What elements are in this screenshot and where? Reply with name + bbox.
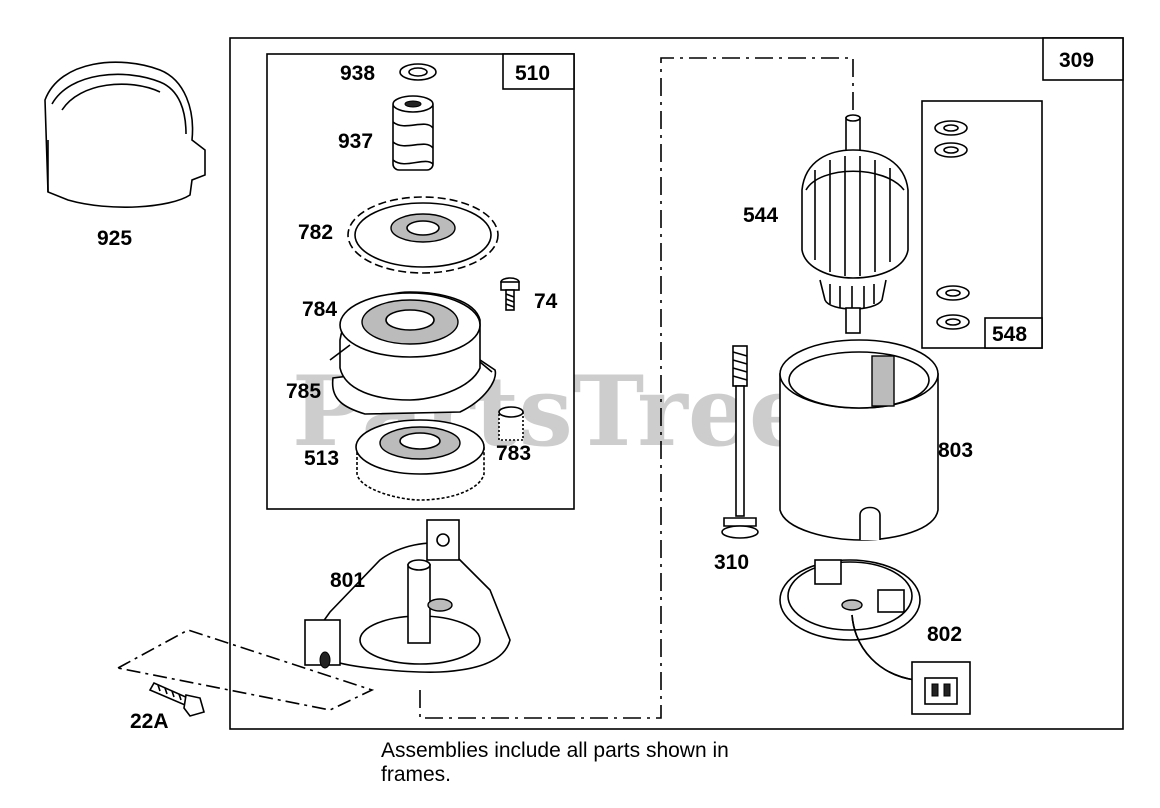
part-802-brush-plate bbox=[779, 559, 971, 715]
frame-548-tag bbox=[984, 317, 1043, 349]
label-782: 782 bbox=[298, 221, 333, 244]
label-801: 801 bbox=[330, 569, 365, 592]
part-938-clip bbox=[399, 63, 437, 81]
part-310-through-bolt bbox=[721, 345, 759, 539]
label-938: 938 bbox=[340, 62, 375, 85]
part-784-housing bbox=[329, 291, 497, 415]
frame-309-tag bbox=[1042, 37, 1124, 81]
label-310: 310 bbox=[714, 551, 749, 574]
part-782-gear bbox=[347, 196, 499, 274]
part-801-end-cap bbox=[304, 519, 511, 673]
part-22a-bolt bbox=[148, 681, 205, 717]
part-937-spring bbox=[392, 95, 434, 171]
assembly-connector-line bbox=[419, 57, 854, 719]
label-925: 925 bbox=[97, 227, 132, 250]
label-74: 74 bbox=[534, 290, 558, 313]
label-802: 802 bbox=[927, 623, 962, 646]
label-513: 513 bbox=[304, 447, 339, 470]
frame-510-label: 510 bbox=[515, 62, 550, 85]
label-22a: 22A bbox=[130, 710, 169, 733]
frame-548 bbox=[921, 100, 1043, 349]
part-548-washers bbox=[934, 120, 970, 330]
part-544-armature bbox=[801, 114, 909, 334]
part-74-screw bbox=[500, 277, 520, 311]
frame-309 bbox=[229, 37, 1124, 730]
label-785: 785 bbox=[286, 380, 321, 403]
frame-510-tag bbox=[502, 53, 575, 90]
part-513-ring-gear bbox=[355, 419, 485, 501]
label-544: 544 bbox=[743, 204, 778, 227]
frame-548-label: 548 bbox=[992, 323, 1027, 346]
label-803: 803 bbox=[938, 439, 973, 462]
frame-510 bbox=[266, 53, 575, 510]
label-783: 783 bbox=[496, 442, 531, 465]
part-925-cover bbox=[44, 61, 206, 208]
footnote-line-1: Assemblies include all parts shown in bbox=[381, 739, 729, 762]
label-937: 937 bbox=[338, 130, 373, 153]
footnote-line-2: frames. bbox=[381, 763, 451, 786]
part-803-motor-housing bbox=[779, 339, 939, 541]
label-784: 784 bbox=[302, 298, 337, 321]
frame-309-label: 309 bbox=[1059, 49, 1094, 72]
part-783-pinion bbox=[498, 406, 524, 441]
bolt-22a-frame bbox=[115, 629, 375, 711]
